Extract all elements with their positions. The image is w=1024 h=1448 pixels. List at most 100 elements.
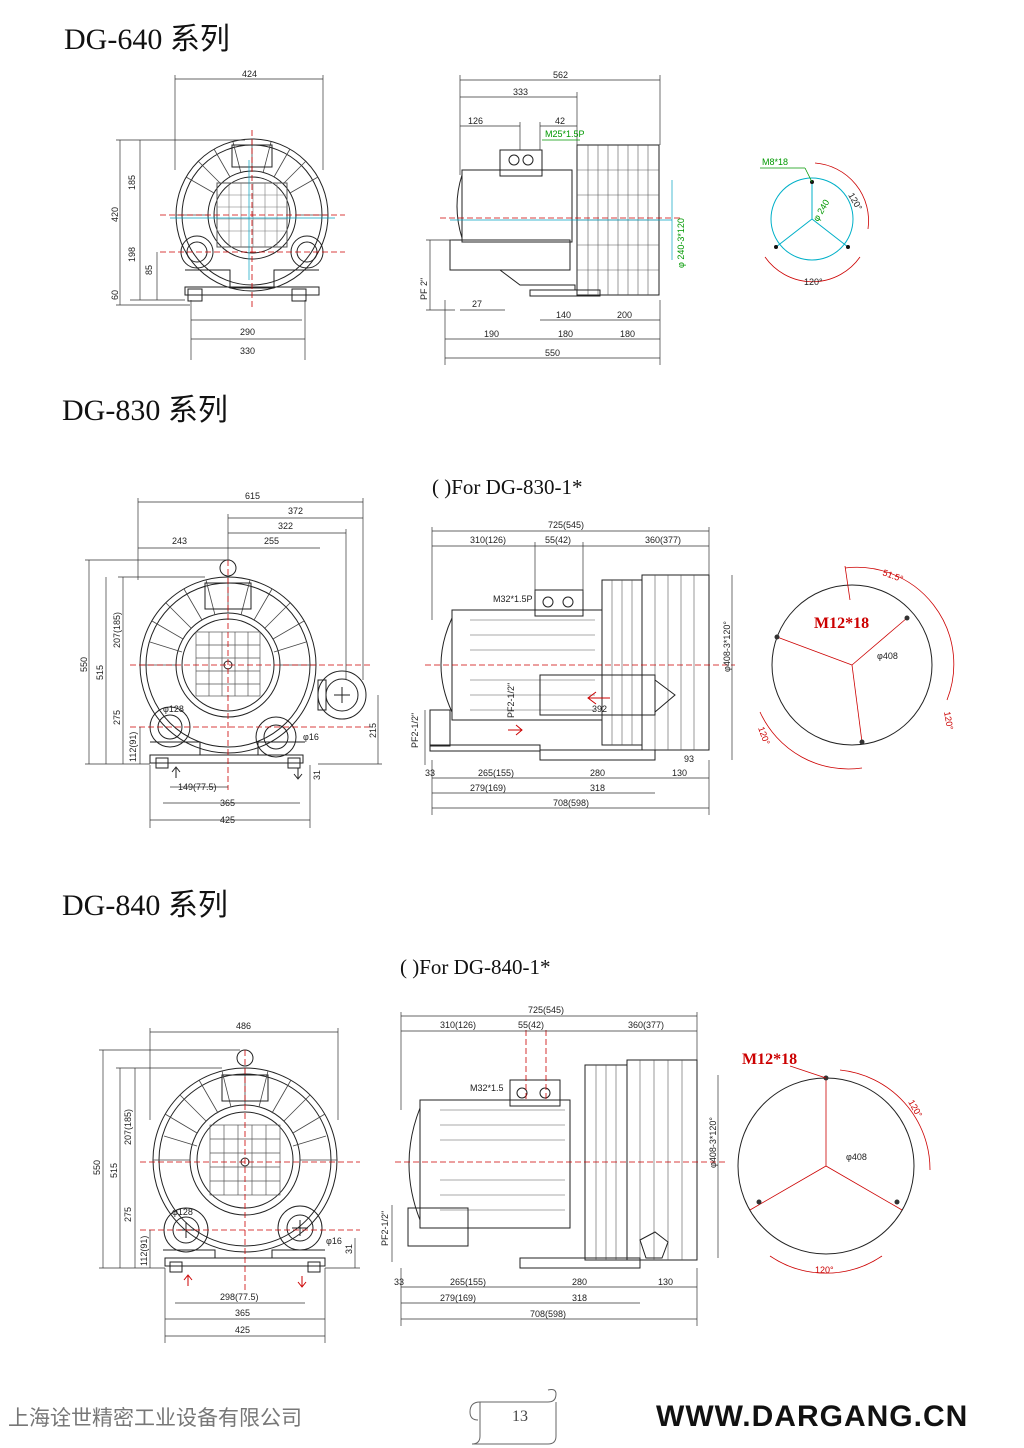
dg840-dim-55: 55(42) bbox=[518, 1020, 544, 1030]
dg640-title: DG-640 系列 bbox=[64, 23, 230, 56]
website-url: WWW.DARGANG.CN bbox=[656, 1400, 969, 1433]
dg830-dim-130: 130 bbox=[672, 768, 687, 778]
dg840-dim-515: 515 bbox=[109, 1163, 119, 1178]
dg640-dim-190: 190 bbox=[484, 329, 499, 339]
dg830-front-centerlines bbox=[130, 560, 370, 790]
dg840-dim-275: 275 bbox=[123, 1207, 133, 1222]
dg840-front-dimlines bbox=[99, 1028, 360, 1343]
dg640-flange-120b: 120° bbox=[804, 277, 823, 287]
dg830-dim-275: 275 bbox=[112, 710, 122, 725]
dg840-dim-725: 725(545) bbox=[528, 1005, 564, 1015]
dg640-front-centerlines bbox=[160, 130, 345, 310]
dg840-dim-280: 280 bbox=[572, 1277, 587, 1287]
dg640-m25: M25*1.5P bbox=[545, 129, 585, 139]
dg830-dim-279: 279(169) bbox=[470, 783, 506, 793]
dg840-side-view bbox=[407, 1059, 698, 1269]
dg840-m32: M32*1.5 bbox=[470, 1083, 504, 1093]
dg840-dim-130: 130 bbox=[658, 1277, 673, 1287]
dg640-dim-562: 562 bbox=[553, 70, 568, 80]
dg830-m32: M32*1.5P bbox=[493, 594, 533, 604]
dg840-dim-phi16: φ16 bbox=[326, 1236, 342, 1246]
dg830-phi408-3x120: φ408-3*120° bbox=[722, 621, 732, 672]
dg840-side-centerlines bbox=[395, 1030, 725, 1163]
dg830-dim-255: 255 bbox=[264, 536, 279, 546]
dg830-dim-318: 318 bbox=[590, 783, 605, 793]
dg640-dim-180b: 180 bbox=[620, 329, 635, 339]
dg830-dim-310: 310(126) bbox=[470, 535, 506, 545]
dg840-dim-708: 708(598) bbox=[530, 1309, 566, 1319]
dg830-side-dimlines bbox=[424, 527, 733, 815]
dg840-dim-207: 207(185) bbox=[123, 1109, 133, 1145]
dg840-side-dimlines bbox=[391, 1012, 719, 1326]
dg830-dim-372: 372 bbox=[288, 506, 303, 516]
dg830-pf2-outlet: PF2-1/2" bbox=[410, 713, 420, 748]
dg640-dim-200: 200 bbox=[617, 310, 632, 320]
dg830-m12x18: M12*18 bbox=[814, 615, 869, 632]
dg830-dim-112: 112(91) bbox=[128, 732, 138, 762]
dg640-dim-27: 27 bbox=[472, 299, 482, 309]
dg640-dim-42: 42 bbox=[555, 116, 565, 126]
dg840-subtitle: ( )For DG-840-1* bbox=[400, 955, 551, 979]
dg840-flange-phi408: φ408 bbox=[846, 1152, 867, 1162]
dg830-dim-365: 365 bbox=[220, 798, 235, 808]
dg830-flange-diagram bbox=[759, 565, 955, 770]
dg830-side-view bbox=[429, 574, 710, 761]
company-name: 上海诠世精密工业设备有限公司 bbox=[8, 1406, 302, 1430]
dg830-dim-149: 149(77.5) bbox=[178, 782, 217, 792]
dg830-dim-550: 550 bbox=[79, 657, 89, 672]
dg640-m8x18: M8*18 bbox=[762, 157, 788, 167]
dg840-dim-318: 318 bbox=[572, 1293, 587, 1303]
dg840-dim-425: 425 bbox=[235, 1325, 250, 1335]
dg640-front-cyan bbox=[170, 160, 335, 280]
dg830-dim-207: 207(185) bbox=[112, 612, 122, 648]
dg830-dim-33: 33 bbox=[425, 768, 435, 778]
dg840-title: DG-840 系列 bbox=[62, 889, 228, 922]
dg830-title: DG-830 系列 bbox=[62, 394, 228, 427]
dg840-dim-279: 279(169) bbox=[440, 1293, 476, 1303]
dg840-dim-265: 265(155) bbox=[450, 1277, 486, 1287]
dg840-dim-360: 360(377) bbox=[628, 1020, 664, 1030]
dg840-dim-298: 298(77.5) bbox=[220, 1292, 259, 1302]
dg640-flange-diagram bbox=[760, 162, 869, 283]
dg640-side-view bbox=[449, 144, 660, 297]
page-number: 13 bbox=[512, 1408, 528, 1425]
dg640-dim-333: 333 bbox=[513, 87, 528, 97]
dg640-front-dimlines bbox=[116, 75, 324, 360]
dg640-dim-180a: 180 bbox=[558, 329, 573, 339]
dg830-front-view bbox=[139, 559, 367, 769]
dg830-dim-265: 265(155) bbox=[478, 768, 514, 778]
dg840-dim-33: 33 bbox=[394, 1277, 404, 1287]
dg640-dim-60: 60 bbox=[110, 290, 120, 300]
dg830-dim-360: 360(377) bbox=[645, 535, 681, 545]
dg640-dim-85: 85 bbox=[144, 265, 154, 275]
dg830-dim-392: 392 bbox=[592, 704, 607, 714]
dg830-subtitle: ( )For DG-830-1* bbox=[432, 475, 583, 499]
dg830-flange-120a: 120° bbox=[942, 711, 955, 731]
dg640-dim-420: 420 bbox=[110, 207, 120, 222]
dg840-dim-31: 31 bbox=[344, 1244, 354, 1254]
dg840-dim-112: 112(91) bbox=[139, 1236, 149, 1266]
dg840-dim-486: 486 bbox=[236, 1021, 251, 1031]
dg830-dim-215: 215 bbox=[368, 723, 378, 738]
dg830-dim-615: 615 bbox=[245, 491, 260, 501]
dg830-dim-280: 280 bbox=[590, 768, 605, 778]
dg830-dim-322: 322 bbox=[278, 521, 293, 531]
page-number-ornament bbox=[469, 1389, 557, 1445]
dg830-dim-515: 515 bbox=[95, 665, 105, 680]
dg830-dim-phi16: φ16 bbox=[303, 732, 319, 742]
dg640-dim-185: 185 bbox=[127, 175, 137, 190]
dg640-dim-126: 126 bbox=[468, 116, 483, 126]
dg640-dim-550: 550 bbox=[545, 348, 560, 358]
dg830-pf2-inlet: PF2-1/2" bbox=[506, 683, 516, 718]
dg640-dim-424: 424 bbox=[242, 69, 257, 79]
dg640-flange-phi240: φ 240 bbox=[811, 198, 831, 223]
dg840-dim-phi128: φ128 bbox=[172, 1207, 193, 1217]
dg840-front-centerlines bbox=[140, 1050, 360, 1290]
dg840-arrows bbox=[183, 1274, 307, 1288]
dg640-dim-290: 290 bbox=[240, 327, 255, 337]
dg840-pf2: PF2-1/2" bbox=[380, 1211, 390, 1246]
dg830-dim-31: 31 bbox=[312, 770, 322, 780]
dg640-dim-140: 140 bbox=[556, 310, 571, 320]
dg830-flow-arrows bbox=[508, 691, 610, 736]
dg830-dim-93: 93 bbox=[684, 754, 694, 764]
